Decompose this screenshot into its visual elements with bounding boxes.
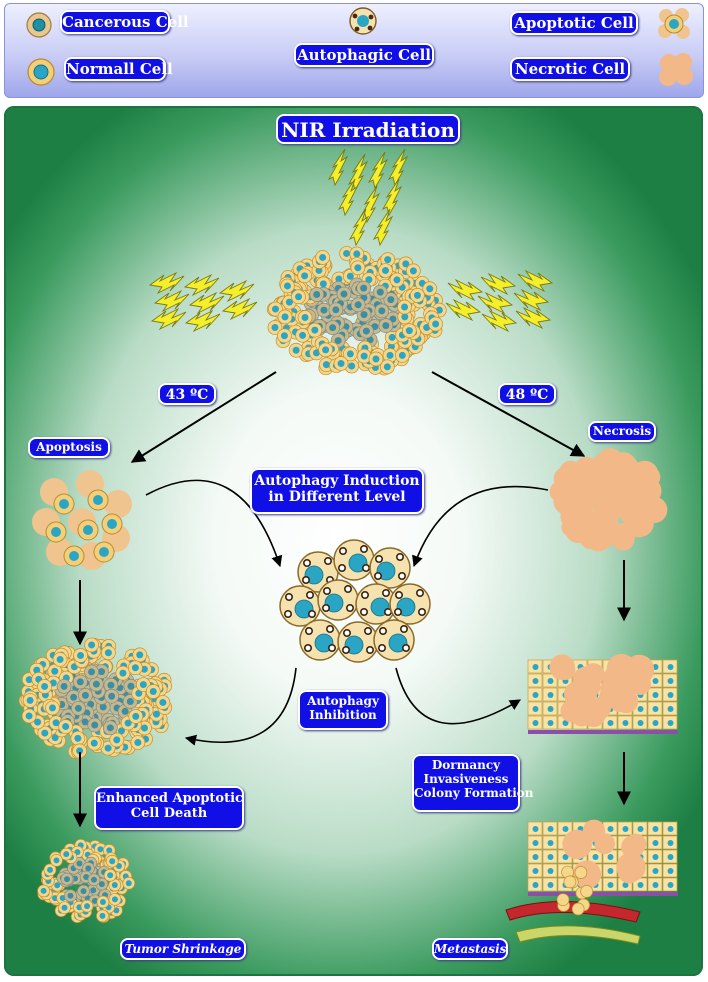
dormancy-label: Dormancy Invasiveness Colony Formation — [412, 754, 534, 812]
autophagic-cell-cluster — [279, 539, 431, 663]
enhanced-apoptotic-line1: Enhanced Apoptotic — [96, 791, 243, 806]
tissue-invasion — [527, 653, 678, 734]
apoptotic-cell-icon — [658, 8, 690, 39]
flow-arrows — [73, 371, 631, 828]
metastasis-tissue — [505, 819, 678, 945]
apoptosis-label: Apoptosis — [28, 437, 110, 458]
legend-normal-label: Normall Cell — [64, 57, 173, 81]
dormancy-line3: Colony Formation — [414, 785, 534, 800]
autophagy-induction-line2: in Different Level — [268, 489, 406, 506]
temp-48-label: 48 ºC — [498, 383, 556, 405]
autophagy-inhibition-label: Autophagy Inhibition — [298, 690, 388, 730]
enhanced-apoptotic-line2: Cell Death — [130, 805, 208, 821]
legend-necrotic-label: Necrotic Cell — [510, 57, 630, 81]
necrosis-label: Necrosis — [588, 421, 656, 442]
autophagy-induction-label: Autophagy Induction in Different Level — [250, 468, 424, 514]
legend-apoptotic-label: Apoptotic Cell — [510, 11, 638, 35]
enhanced-apoptosis-tumor — [18, 637, 173, 760]
nir-bolts-top — [328, 148, 408, 246]
arrow-inhibition-to-left — [184, 667, 297, 746]
nir-irradiation-title: NIR Irradiation — [276, 114, 460, 144]
arrow-apoptosis-to-autophagy — [145, 479, 283, 568]
autophagy-inhibition-line1: Autophagy — [307, 694, 379, 708]
shrunken-tumor — [37, 838, 136, 924]
tumor-shrinkage-label: Tumor Shrinkage — [120, 938, 246, 960]
arrow-to-necrosis — [431, 371, 586, 457]
arrow-to-apoptosis — [130, 371, 277, 463]
legend-autophagic-label: Autophagic Cell — [294, 43, 434, 67]
necrotic-cell-mass — [549, 448, 668, 552]
autophagy-induction-line1: Autophagy Induction — [254, 473, 420, 489]
arrow-inhibition-to-right — [395, 667, 521, 725]
dormancy-line1: Dormancy — [431, 758, 501, 772]
normal-cell-icon — [27, 58, 55, 86]
temp-43-label: 43 ºC — [158, 383, 216, 405]
enhanced-apoptotic-label: Enhanced Apoptotic Cell Death — [94, 786, 244, 830]
autophagic-cell-icon — [349, 7, 377, 35]
nir-bolts-left — [149, 272, 258, 332]
arrow-necrosis-to-autophagy — [412, 485, 549, 568]
apoptotic-cell-cluster — [32, 470, 132, 570]
autophagy-inhibition-line2: Inhibition — [309, 707, 377, 722]
tumor-mass — [266, 246, 447, 376]
cancerous-cell-icon — [26, 12, 52, 38]
metastasis-label: Metastasis — [432, 938, 508, 960]
nir-bolts-right — [445, 270, 553, 332]
dormancy-line2: Invasiveness — [423, 771, 509, 786]
necrotic-cell-icon — [659, 53, 693, 86]
legend-cancerous-label: Cancerous Cell — [60, 10, 189, 34]
